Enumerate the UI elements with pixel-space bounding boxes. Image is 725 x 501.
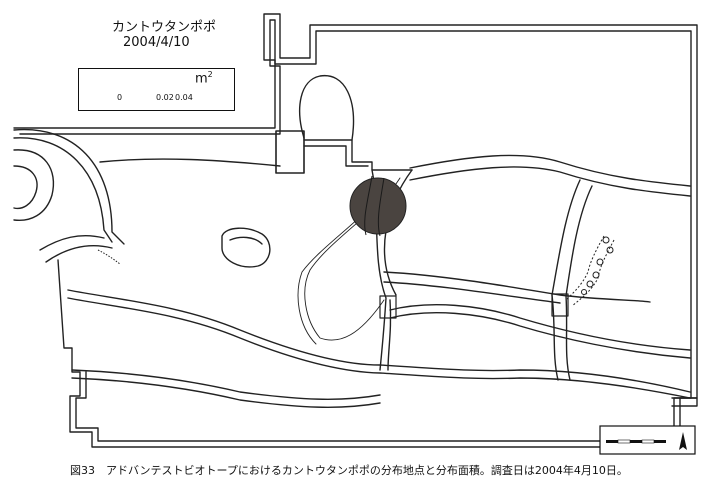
figure-caption: 図33 アドバンテストビオトープにおけるカントウタンポポの分布地点と分布面積。調… — [70, 464, 628, 477]
legend-unit-exponent: 2 — [207, 70, 213, 79]
legend-tick-0: 0 — [117, 93, 123, 102]
scale-bar-icon — [599, 425, 696, 455]
legend-tick-2: 0.04 — [175, 93, 193, 102]
legend-tick-1: 0.02 — [156, 93, 174, 102]
legend-box — [78, 68, 235, 111]
distribution-area-marker — [349, 177, 407, 235]
structure — [275, 130, 305, 174]
survey-date: 2004/4/10 — [123, 35, 190, 50]
circular-pond — [13, 149, 55, 222]
hill-outline — [299, 75, 355, 141]
north-arrow-icon — [679, 432, 687, 450]
legend-unit-base: m — [195, 71, 208, 87]
site-boundary-inner — [19, 19, 692, 442]
species-label: カントウタンポポ — [112, 20, 217, 35]
legend-unit: m2 — [195, 70, 213, 86]
small-pond — [221, 227, 271, 268]
